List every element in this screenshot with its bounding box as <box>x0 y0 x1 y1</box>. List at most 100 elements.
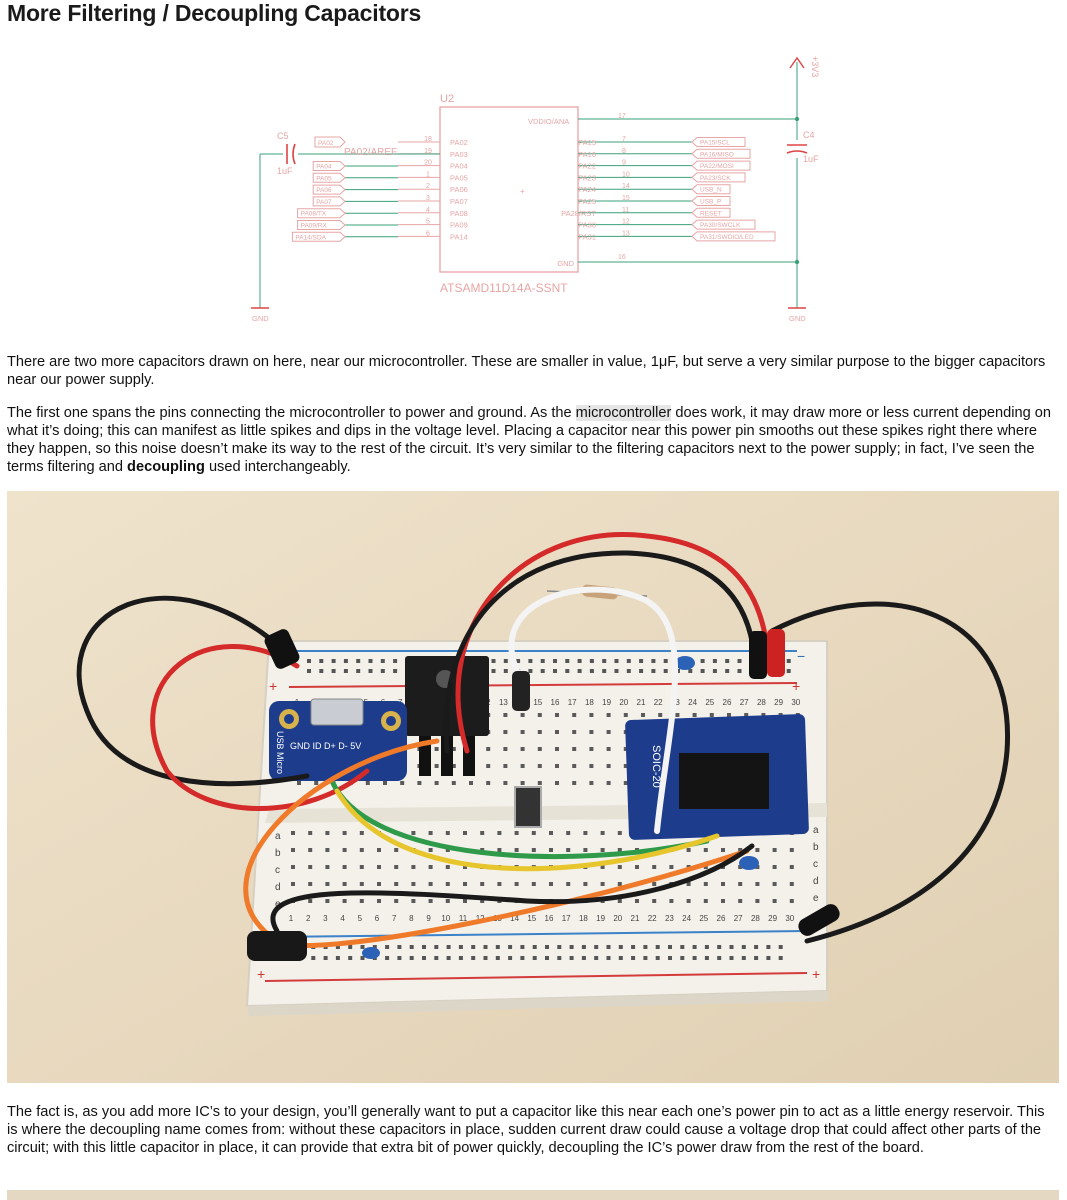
right-pin-name: PA23 <box>578 173 596 182</box>
left-net-tag: PA14/SDA <box>295 234 326 241</box>
breadboard-col-number: 18 <box>579 914 588 923</box>
breadboard-col-number: 29 <box>768 914 777 923</box>
usb-label: USB Micro <box>275 731 285 774</box>
wire-red-top <box>455 532 772 754</box>
usb-pins-label: GND ID D+ D- 5V <box>290 741 361 751</box>
left-pin-name: PA04 <box>450 162 468 171</box>
right-pin-num: 10 <box>622 171 630 178</box>
breadboard-col-number: 13 <box>499 698 508 707</box>
right-pin-name: PA24 <box>578 185 596 194</box>
breadboard-row-letter: a <box>275 831 281 842</box>
wire-black-right <box>769 601 1010 944</box>
right-pin-name: PA30 <box>578 221 596 230</box>
left-pin-name: PA02 <box>450 138 468 147</box>
breadboard-col-number: 25 <box>699 914 708 923</box>
breadboard-col-number: 22 <box>648 914 657 923</box>
breadboard-col-number: 19 <box>602 698 611 707</box>
right-pin-num: 7 <box>622 136 626 143</box>
breadboard-col-number: 11 <box>459 914 468 923</box>
left-pin-name: PA08 <box>450 209 468 218</box>
left-pin-name: PA09 <box>450 221 468 230</box>
left-pin-name: PA07 <box>450 197 468 206</box>
breadboard-illustration: + + − + + 112233445566778899101011111212… <box>7 491 1059 1083</box>
left-pin-num: 19 <box>424 148 432 155</box>
breadboard-col-number: 17 <box>562 914 571 923</box>
capacitor-soic <box>739 856 759 870</box>
c5-value: 1uF <box>277 166 293 176</box>
schematic-diagram: U2 ATSAMD11D14A-SSNT VDDIO/ANA GND 17 16… <box>251 56 820 323</box>
gnd-label: GND <box>557 259 574 268</box>
c5-plate-right <box>292 143 296 165</box>
pa02-tag: PA02 <box>318 140 334 147</box>
wire-yellow <box>334 788 720 872</box>
left-net-tag: PA08/TX <box>301 211 327 218</box>
breadboard-col-number: 20 <box>619 698 628 707</box>
breadboard-col-number: 5 <box>358 914 363 923</box>
wire-black-top <box>443 550 758 754</box>
breadboard-row-letter: e <box>275 899 281 910</box>
breadboard-col-number: 29 <box>774 698 783 707</box>
right-net-tag: RESET <box>700 210 722 217</box>
breadboard-row-letter: c <box>813 859 818 870</box>
right-net-tag: PA23/SCK <box>700 175 731 182</box>
breadboard-row-letter: d <box>813 876 819 887</box>
right-net-tag: PA15/SCL <box>700 140 730 147</box>
left-net-tag: PA06 <box>316 187 332 194</box>
right-pin-num: 9 <box>622 160 626 167</box>
capacitor-bottom <box>362 947 380 959</box>
breadboard-row-letter: a <box>813 825 819 836</box>
left-pin-name: PA14 <box>450 232 468 241</box>
left-net-tag: PA05 <box>316 175 332 182</box>
breadboard-col-number: 9 <box>426 914 431 923</box>
rail-plus-tr: + <box>792 678 800 694</box>
capacitor-top <box>675 656 695 670</box>
soic-label: SOIC-20 <box>650 745 662 788</box>
breadboard-col-number: 22 <box>654 698 663 707</box>
wire-black-left <box>76 595 310 787</box>
left-pin-num: 6 <box>426 230 430 237</box>
vdd-label: VDDIO/ANA <box>528 117 569 126</box>
breadboard-col-number: 15 <box>527 914 536 923</box>
right-pin-num: 11 <box>622 207 629 214</box>
left-net-tag: PA09/RX <box>301 223 328 230</box>
right-pin-name: PA22 <box>578 162 596 171</box>
left-pin-num: 18 <box>424 136 432 143</box>
breadboard-col-number: 28 <box>751 914 760 923</box>
breadboard-col-number: 10 <box>441 914 450 923</box>
breadboard-col-number: 25 <box>705 698 714 707</box>
rail-plus-bl: + <box>257 966 265 982</box>
breadboard-col-number: 24 <box>682 914 691 923</box>
left-pin-name: PA03 <box>450 150 468 159</box>
breadboard-col-number: 8 <box>409 914 414 923</box>
left-pin-num: 3 <box>426 195 430 202</box>
breadboard-col-number: 17 <box>568 698 577 707</box>
breadboard-row-letter: e <box>813 893 819 904</box>
breadboard-col-number: 27 <box>734 914 743 923</box>
paragraph-2-text-c: used interchangeably. <box>204 459 351 475</box>
breadboard-col-number: 21 <box>631 914 640 923</box>
right-pin-name: PA31 <box>578 232 596 241</box>
breadboard-col-number: 27 <box>740 698 749 707</box>
vdd-pin-num: 17 <box>618 113 626 120</box>
left-net-tag: PA07 <box>316 199 332 206</box>
breadboard-col-number: 6 <box>375 914 380 923</box>
breadboard-col-number: 1 <box>289 914 294 923</box>
breadboard-col-number: 20 <box>613 914 622 923</box>
right-pin-name: PA15 <box>578 138 596 147</box>
breadboard-col-number: 24 <box>688 698 697 707</box>
right-pin-num: 8 <box>622 148 626 155</box>
right-net-tag: PA30/SWCLK <box>700 222 741 229</box>
bottom-rail-red <box>264 972 808 982</box>
gnd-right-label: GND <box>789 314 806 323</box>
left-pin-num: 4 <box>426 207 430 214</box>
right-pin-name: PA16 <box>578 150 596 159</box>
rail-plus-tl: + <box>269 678 277 694</box>
breadboard-row-letter: b <box>275 848 281 859</box>
wire-white <box>508 586 679 834</box>
power-arrow-icon <box>789 56 805 69</box>
c4-ref: C4 <box>803 130 815 140</box>
breadboard-row-letter: b <box>813 842 819 853</box>
breadboard-col-number: 15 <box>533 698 542 707</box>
left-pin-name: PA05 <box>450 173 468 182</box>
breadboard-col-number: 19 <box>596 914 605 923</box>
